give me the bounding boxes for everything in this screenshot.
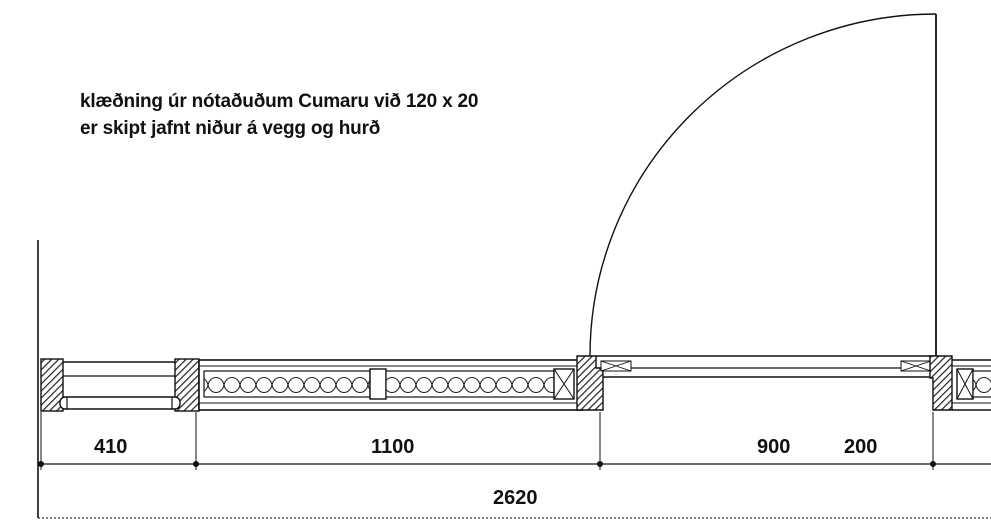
- dimension-1100: 1100: [371, 436, 414, 458]
- dimension-410: 410: [94, 436, 127, 458]
- cladding-note-line-2: er skipt jafnt niður á vegg og hurð: [80, 118, 381, 139]
- insulation-left: [203, 370, 371, 398]
- dimension-2620: 2620: [493, 487, 538, 509]
- door-jamb-right: [929, 355, 953, 411]
- wall-segment-410: [40, 358, 200, 412]
- insulation-right: [385, 370, 555, 398]
- door-opening: [596, 355, 938, 378]
- wall-segment-right: [952, 359, 991, 411]
- door-jamb-left: [576, 355, 604, 411]
- door-swing-arc: [589, 13, 937, 357]
- wall-segment-1100: [198, 359, 584, 411]
- cladding-note-line-1: klæðning úr nótaðuðum Cumaru við 120 x 2…: [80, 91, 479, 112]
- left-end-post: [40, 358, 64, 412]
- dimension-200: 200: [844, 436, 877, 458]
- dimension-900: 900: [757, 436, 790, 458]
- wall-stud: [369, 368, 387, 400]
- dimension-chain: [38, 412, 991, 470]
